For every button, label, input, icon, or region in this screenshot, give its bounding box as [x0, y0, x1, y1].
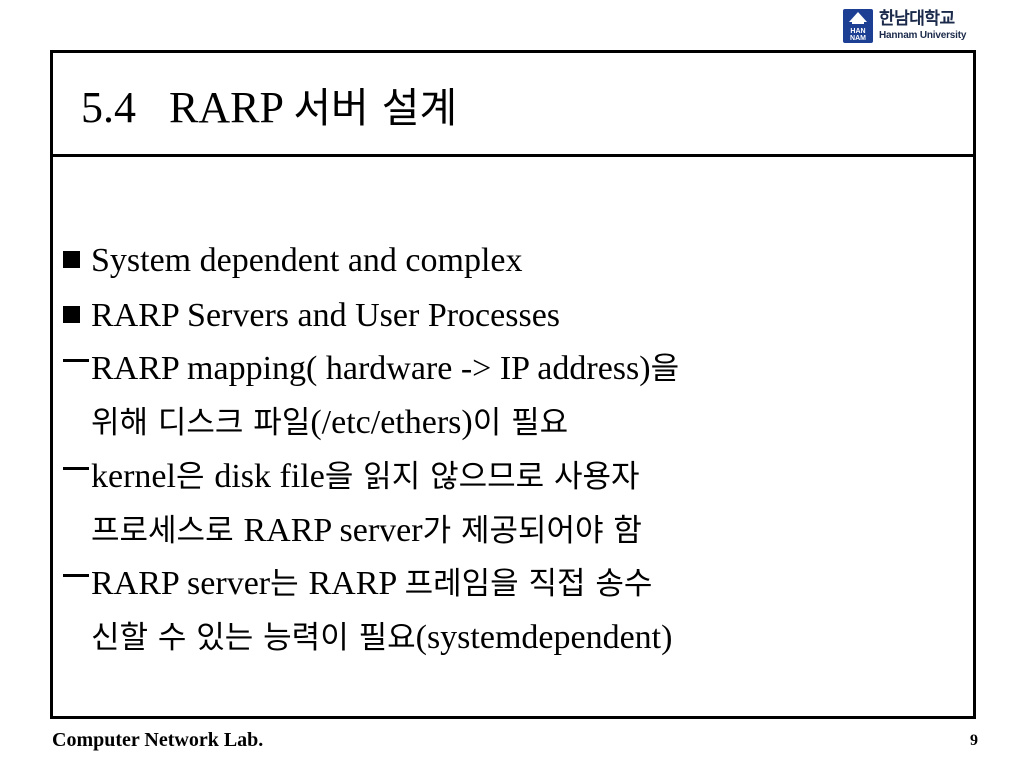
svg-text:NAM: NAM	[850, 35, 866, 42]
bullet-line-2: RARP Servers and User Processes	[61, 294, 560, 338]
logo-english-name: Hannam University	[879, 30, 967, 41]
continuation-line-3: 신할 수 있는 능력이 필요(systemdependent)	[91, 619, 673, 656]
logo-korean-name: 한남대학교	[879, 9, 955, 29]
dash-line-1: RARP mapping( hardware -> IP address)을	[61, 347, 679, 391]
university-emblem-icon: HAN NAM	[843, 9, 873, 43]
footer-lab-name: Computer Network Lab.	[52, 729, 264, 751]
title-korean: 서버 설계	[293, 84, 458, 132]
page-number: 9	[970, 732, 978, 749]
square-bullet-icon	[61, 239, 91, 283]
title-number: 5.4	[81, 83, 136, 132]
slide-frame: 5.4 RARP 서버 설계 System dependent and comp…	[50, 50, 976, 719]
slide-title: 5.4 RARP 서버 설계	[81, 80, 457, 136]
dash-bullet-icon	[61, 455, 91, 499]
dash-line-3: RARP server는 RARP 프레임을 직접 송수	[61, 562, 652, 606]
square-bullet-icon	[61, 294, 91, 338]
dash-bullet-icon	[61, 562, 91, 606]
bullet-line-1: System dependent and complex	[61, 239, 523, 283]
dash-bullet-icon	[61, 347, 91, 391]
continuation-line-1: 위해 디스크 파일(/etc/ethers)이 필요	[91, 404, 569, 441]
continuation-line-2: 프로세스로 RARP server가 제공되어야 함	[91, 512, 642, 549]
title-english: RARP	[169, 83, 283, 132]
title-bar: 5.4 RARP 서버 설계	[53, 53, 973, 157]
dash-line-2: kernel은 disk file을 읽지 않으므로 사용자	[61, 455, 640, 499]
svg-text:HAN: HAN	[850, 28, 865, 35]
university-logo: HAN NAM 한남대학교 Hannam University	[843, 8, 983, 44]
